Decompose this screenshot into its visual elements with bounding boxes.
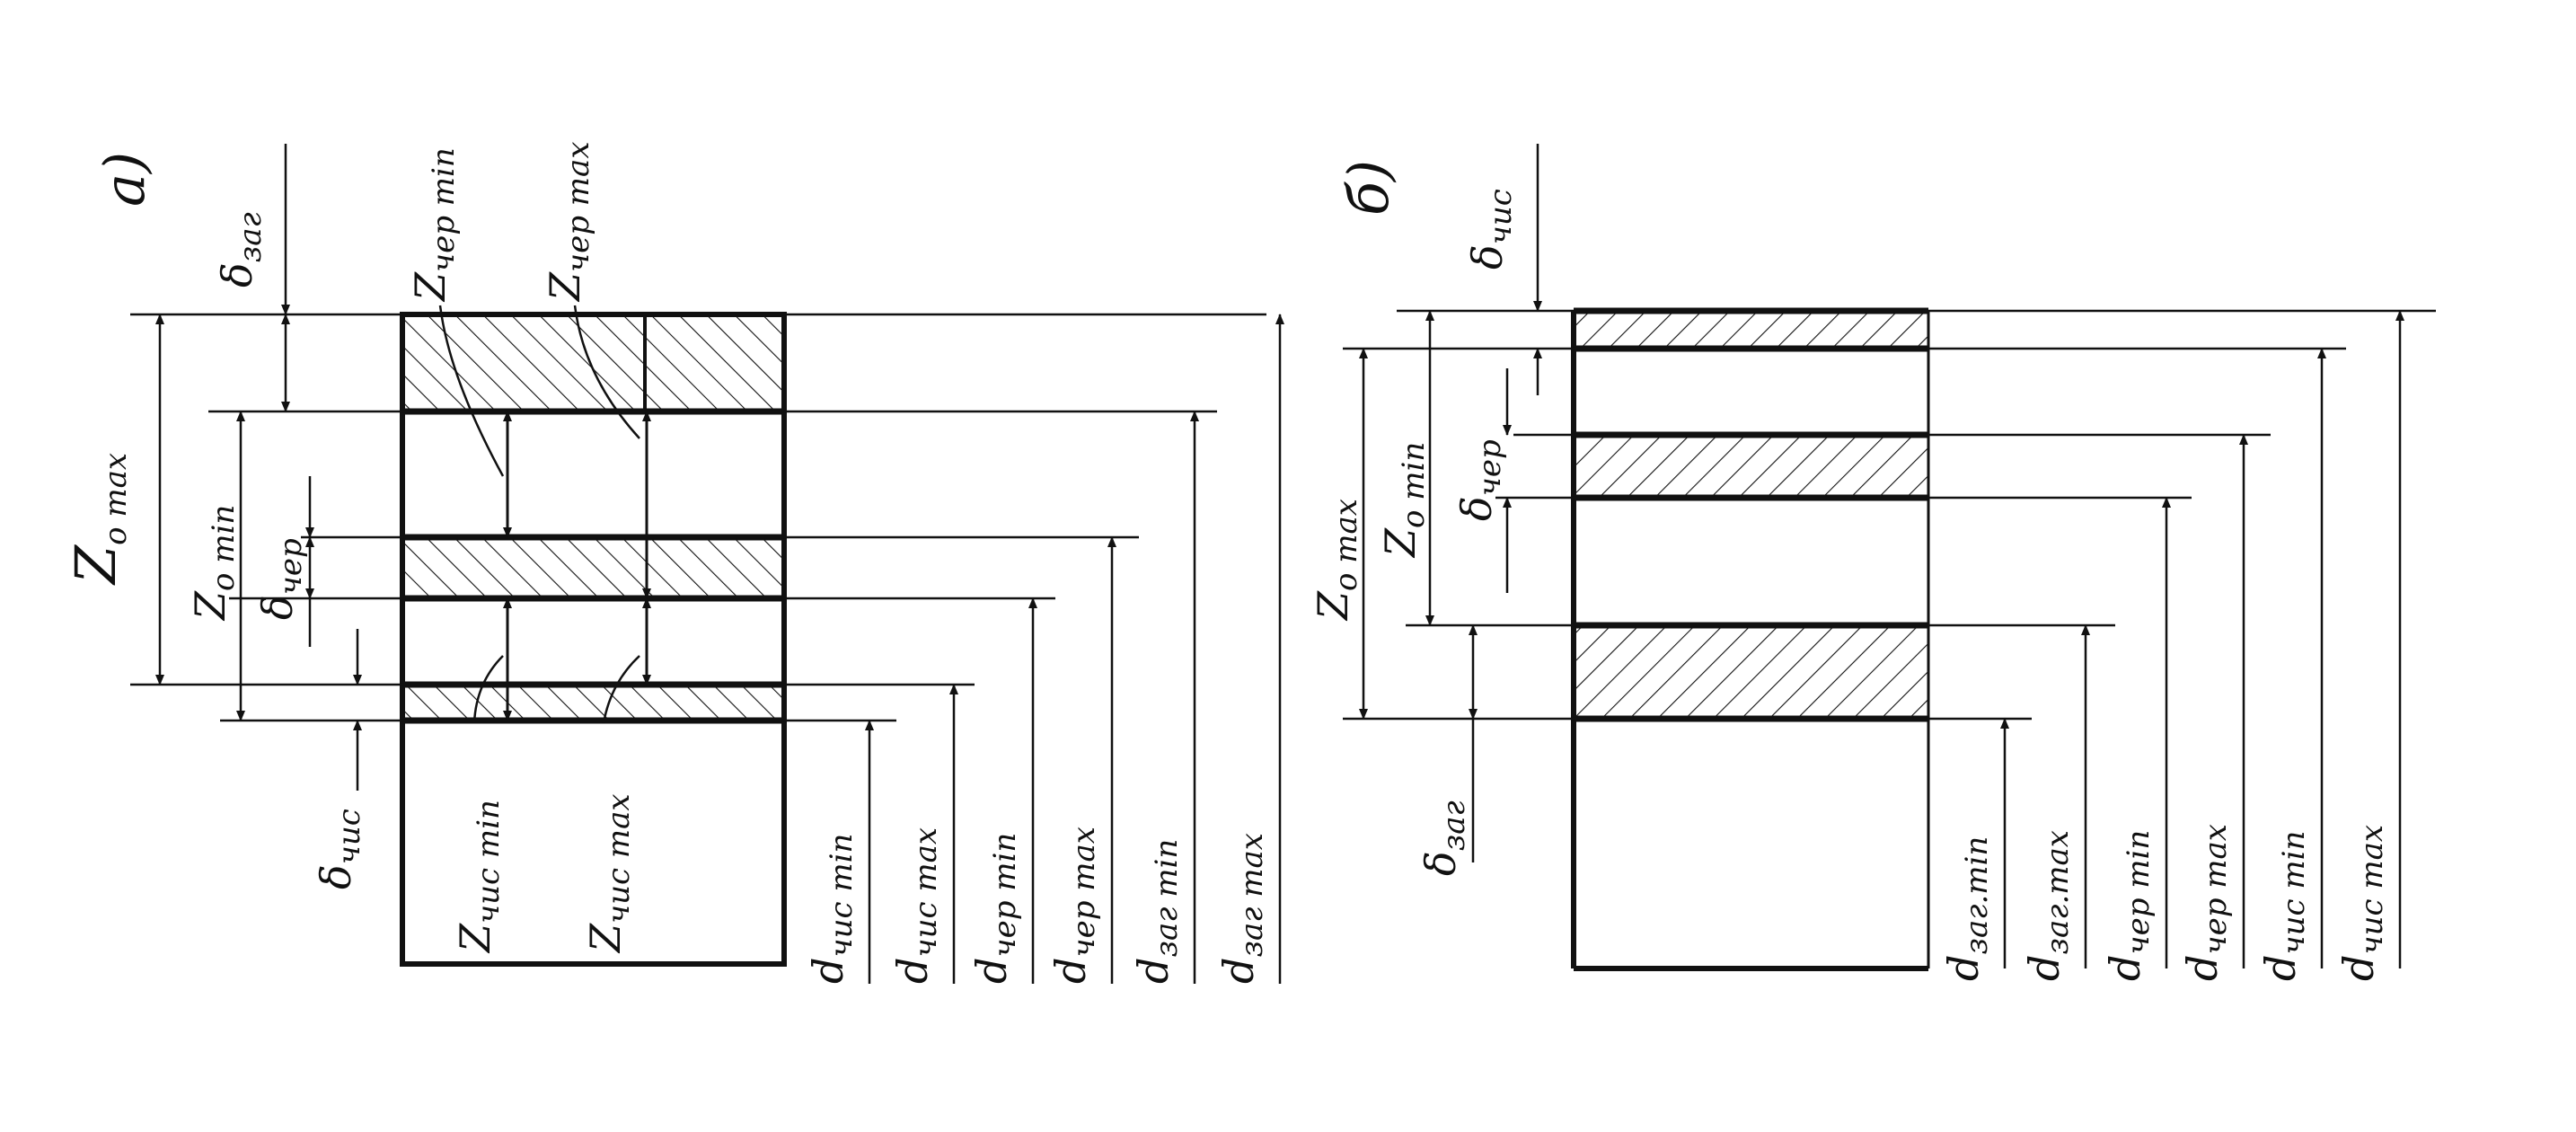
label-delta-cher-b: δчер	[1452, 439, 1508, 521]
label-z-o-min-b: Zo min	[1376, 442, 1432, 559]
label-delta-cher-a: δчер	[253, 538, 309, 620]
label-d-cher-min-a: dчер min	[967, 833, 1023, 984]
label-d-cher-max-a: dчер max	[1046, 827, 1102, 984]
diagram-b-labels: б) δчис Zo max Zo min δчер δзаг dзаг.min…	[1309, 160, 2390, 981]
label-z-o-max-b: Zo max	[1309, 499, 1364, 622]
label-z-cher-min-a: Zчер min	[406, 147, 462, 303]
label-d-chys-min-a: dчис min	[804, 834, 860, 984]
label-d-zag-min-a: dзаг min	[1129, 839, 1185, 984]
label-z-chys-min-a: Zчис min	[451, 800, 507, 954]
label-d-cher-max-b: dчер max	[2178, 824, 2234, 981]
label-z-chys-max-a: Zчис max	[581, 793, 637, 954]
label-delta-chys-b: δчис	[1463, 189, 1519, 270]
layer-zag-b	[1574, 625, 1928, 719]
panel-label-b: б)	[1336, 160, 1401, 216]
panel-label-a: а)	[92, 152, 157, 207]
label-d-zag-max-b: dзаг.max	[2020, 830, 2076, 981]
label-z-o-min-a: Zo min	[186, 505, 242, 622]
label-d-chys-max-b: dчис max	[2334, 825, 2390, 981]
label-d-zag-min-b: dзаг.min	[1939, 836, 1995, 981]
label-delta-zag-a: δзаг	[213, 212, 269, 287]
layer-cher-b	[1574, 435, 1928, 498]
label-d-zag-max-a: dзаг max	[1214, 833, 1270, 984]
diagram-a	[130, 144, 1284, 984]
label-delta-chys-a: δчис	[312, 809, 367, 889]
diagram-a-labels: а) Zo max Zo min δзаг δчер δчис Zчер min…	[63, 142, 1270, 985]
label-d-chys-max-a: dчис max	[888, 827, 944, 984]
layer-chys-a	[402, 685, 784, 721]
diagram-b	[1343, 144, 2436, 971]
label-delta-zag-b: δзаг	[1416, 800, 1472, 876]
label-z-cher-max-a: Zчер max	[541, 142, 596, 304]
label-d-cher-min-b: dчер min	[2101, 830, 2157, 981]
layer-chys-b	[1574, 311, 1928, 349]
label-z-o-max-a: Zo max	[63, 453, 134, 586]
label-d-chys-min-b: dчис min	[2256, 831, 2312, 981]
layer-zag-a	[402, 314, 784, 411]
layer-cher-a	[402, 537, 784, 598]
